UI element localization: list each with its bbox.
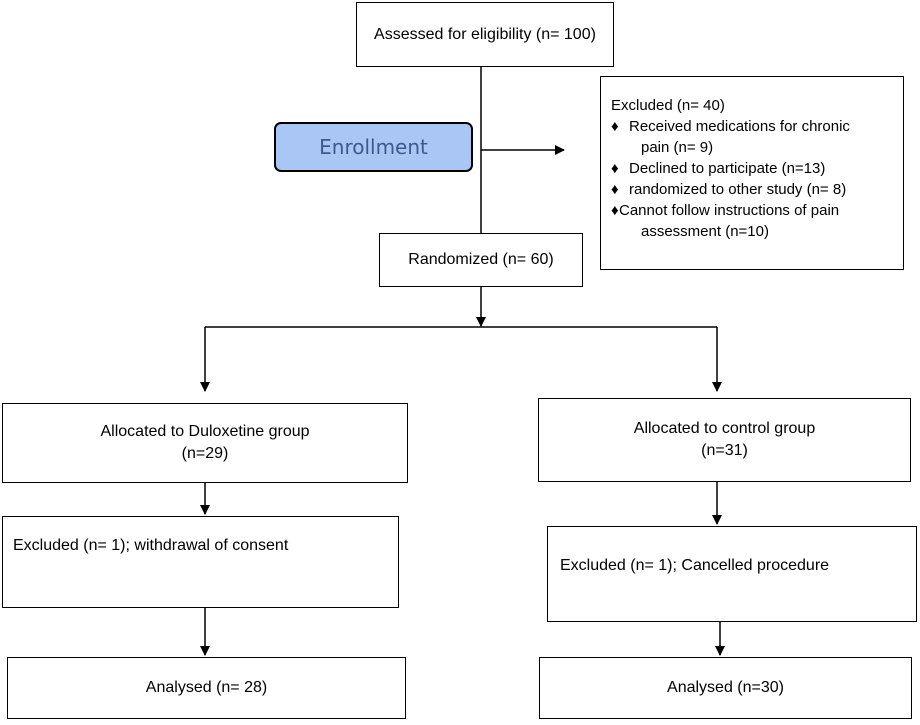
allocation-count: (n=31) bbox=[701, 442, 748, 459]
diamond-bullet-icon: ♦ bbox=[611, 202, 619, 219]
excluded-box: Excluded (n= 40) ♦ Received medications … bbox=[600, 76, 904, 270]
randomized-box: Randomized (n= 60) bbox=[379, 233, 583, 287]
excluded-reason-continuation: pain (n= 9) bbox=[641, 139, 714, 156]
analysed-label: Analysed (n= 28) bbox=[145, 679, 268, 696]
control-analysed-box: Analysed (n=30) bbox=[539, 657, 912, 719]
excluded-title: Excluded (n= 40) bbox=[611, 97, 725, 114]
excluded-label: Excluded (n= 1); Cancelled procedure bbox=[560, 557, 830, 574]
excluded-reason-item: ♦ Declined to participate (n=13) bbox=[611, 158, 893, 179]
analysed-label: Analysed (n=30) bbox=[667, 679, 784, 696]
duloxetine-allocation-box: Allocated to Duloxetine group (n=29) bbox=[2, 403, 408, 483]
control-excluded-box: Excluded (n= 1); Cancelled procedure bbox=[547, 526, 917, 622]
excluded-reason-text: Declined to participate (n=13) bbox=[629, 160, 826, 177]
allocation-count: (n=29) bbox=[181, 445, 229, 462]
enrollment-label: Enrollment bbox=[274, 122, 473, 172]
diamond-bullet-icon: ♦ bbox=[611, 160, 619, 177]
duloxetine-analysed-box: Analysed (n= 28) bbox=[7, 657, 406, 719]
allocation-label: Allocated to Duloxetine group bbox=[100, 423, 310, 440]
excluded-reason-text: Cannot follow instructions of pain bbox=[619, 202, 840, 219]
assessed-box: Assessed for eligibility (n= 100) bbox=[356, 2, 614, 67]
diamond-bullet-icon: ♦ bbox=[611, 181, 619, 198]
excluded-reason-text: Received medications for chronic bbox=[629, 118, 850, 135]
allocation-label: Allocated to control group bbox=[633, 420, 816, 437]
randomized-label: Randomized (n= 60) bbox=[408, 251, 554, 268]
excluded-reason-continuation: assessment (n=10) bbox=[641, 223, 769, 240]
duloxetine-excluded-box: Excluded (n= 1); withdrawal of consent bbox=[2, 516, 399, 608]
control-allocation-box: Allocated to control group (n=31) bbox=[538, 398, 911, 482]
diamond-bullet-icon: ♦ bbox=[611, 118, 619, 135]
assessed-label: Assessed for eligibility (n= 100) bbox=[374, 25, 596, 43]
excluded-reason-item: ♦ Received medications for chronic bbox=[611, 116, 893, 137]
excluded-reason-item: ♦ randomized to other study (n= 8) bbox=[611, 179, 893, 200]
excluded-reason-item: ♦ Cannot follow instructions of pain bbox=[611, 200, 893, 221]
excluded-reason-text: randomized to other study (n= 8) bbox=[629, 181, 847, 198]
excluded-label: Excluded (n= 1); withdrawal of consent bbox=[13, 537, 289, 554]
